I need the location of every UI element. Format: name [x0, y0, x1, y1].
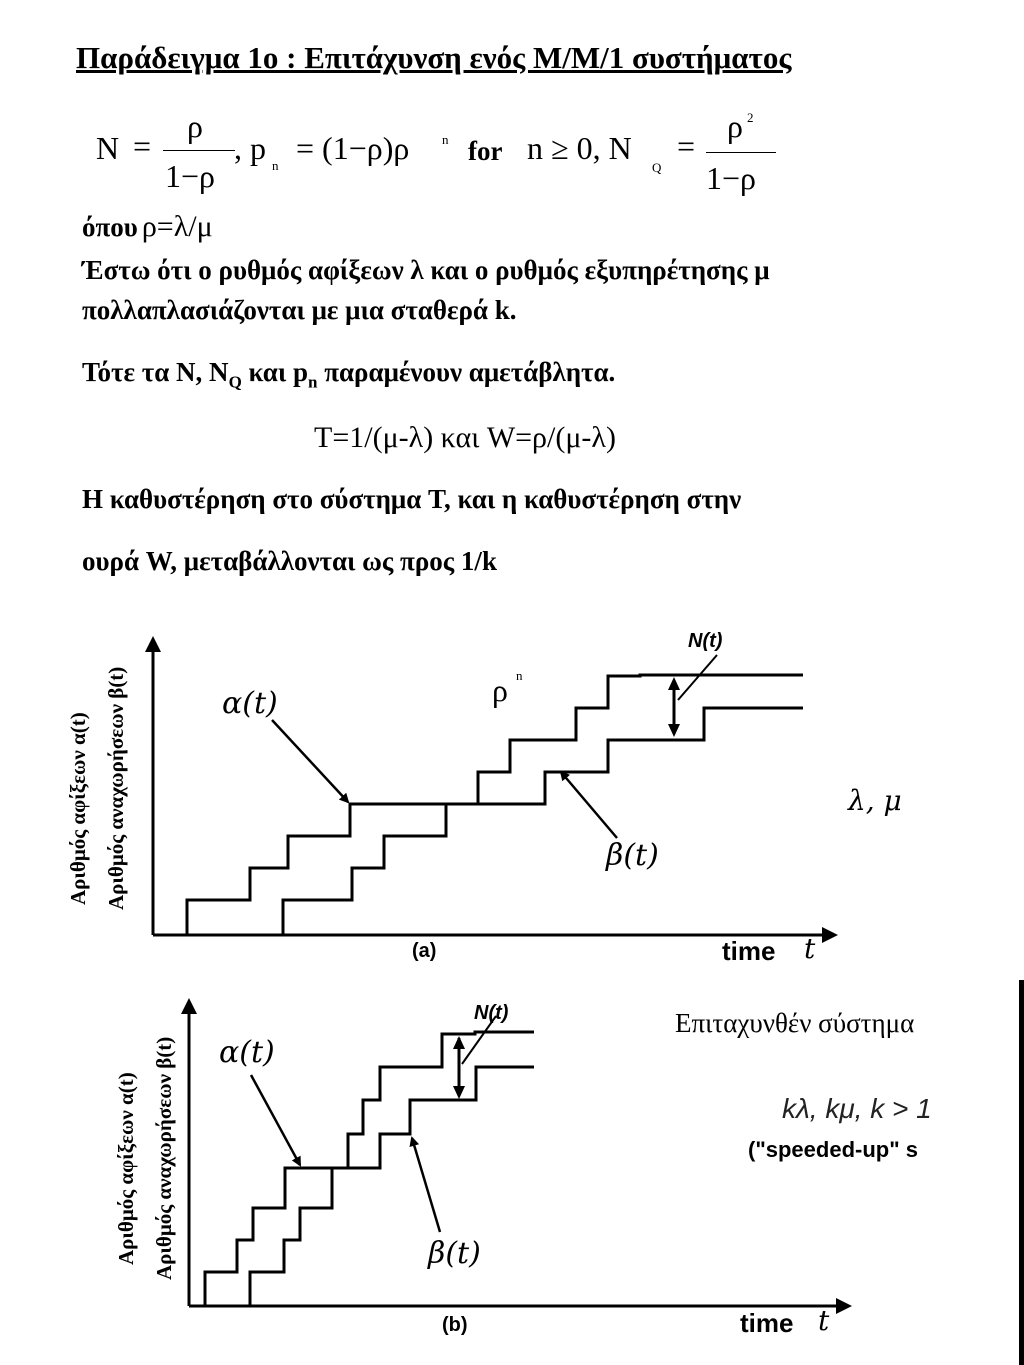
- diagram-b-N-pointer: [461, 1015, 497, 1065]
- paragraph3-line1: Η καθυστέρηση στο σύστημα T, και η καθυσ…: [82, 484, 742, 514]
- diagram-a-N-label: N(t): [688, 630, 723, 652]
- diagram-a-N-pointer: [677, 654, 718, 701]
- diagram-a-rho-label: ρ: [492, 672, 508, 708]
- diagram-a-N-arrow-up: [668, 677, 680, 690]
- diagram-a-beta-curve: [281, 706, 803, 935]
- diagram-b-ylabel-arrivals: Αριθμός αφίξεων α(t): [114, 1072, 138, 1265]
- page-title: Παράδειγμα 1ο : Επιτάχυνση ενός M/M/1 συ…: [76, 40, 792, 75]
- diagram-a-t-label: t: [804, 932, 816, 965]
- diagram-a-x-arrowhead: [822, 927, 838, 943]
- diagram-a-time-label: time: [722, 936, 776, 966]
- diagram-b-alpha-pointer: [249, 1074, 302, 1167]
- diagram-b-ylabel-departures: Αριθμός αναχωρήσεων β(t): [152, 1036, 176, 1280]
- formula-rho-num: ρ: [187, 108, 203, 144]
- formula-n-ge: n ≥ 0, N: [527, 130, 632, 166]
- diagram-b-alpha-curve: [203, 1030, 534, 1306]
- page-edge-bar: [1019, 980, 1024, 1365]
- p2-n: n: [307, 372, 318, 392]
- diagram-b-speeded-note: ("speeded-up" s: [748, 1137, 918, 1162]
- fraction-line-1: [163, 150, 235, 151]
- diagram-a-alpha-curve: [185, 673, 803, 935]
- formula-NQ-sub: Q: [652, 160, 662, 175]
- diagram-a-caption: (a): [412, 940, 437, 962]
- diagram-b-heading: Επιταχυνθέν σύστημα: [675, 1008, 915, 1038]
- formula-rho2-den: 1−ρ: [706, 160, 757, 196]
- where-expr: ρ=λ/μ: [141, 210, 213, 243]
- diagram-a-rates: λ, μ: [848, 784, 902, 817]
- fraction-line-2: [706, 152, 776, 153]
- diagram-b-N-label: N(t): [474, 1002, 509, 1024]
- diagram-b-N-arrow-down: [453, 1086, 465, 1099]
- where-line: όπου ρ=λ/μ: [82, 210, 213, 244]
- paragraph1-line1: Έστω ότι ο ρυθμός αφίξεων λ και ο ρυθμός…: [82, 255, 770, 285]
- p2-post: παραμένουν αμετάβλητα.: [317, 357, 616, 387]
- p2-Q: Q: [228, 372, 242, 392]
- formula-p-sub-n: n: [272, 158, 279, 173]
- diagram-b-x-arrowhead: [836, 1298, 852, 1314]
- diagram-b-t-label: t: [818, 1304, 830, 1337]
- diagram-a-y-arrowhead: [145, 636, 161, 652]
- diagram-b-y-arrowhead: [181, 998, 197, 1014]
- where-label: όπου: [82, 212, 138, 242]
- formula-sup-n: n: [442, 132, 449, 147]
- p2-pre: Τότε τα N, N: [82, 357, 229, 387]
- formula-N: N: [96, 130, 120, 166]
- formula-rho2-num: ρ: [727, 108, 743, 144]
- delay-equations: T=1/(μ-λ) και W=ρ/(μ-λ): [314, 421, 616, 454]
- diagram-b-rates: kλ, kμ, k > 1: [782, 1093, 932, 1124]
- diagram-b-N-arrow-up: [453, 1036, 465, 1049]
- paragraph3-line2: ουρά W, μεταβάλλονται ως προς 1/k: [82, 546, 497, 576]
- paragraph2: Τότε τα N, NQ και pn παραμένουν αμετάβλη…: [82, 357, 615, 392]
- paragraph1-line2: πολλαπλασιάζονται με μια σταθερά k.: [82, 295, 517, 325]
- formula-rho-den: 1−ρ: [165, 158, 216, 194]
- diagram-b-beta-pointer: [409, 1136, 442, 1233]
- diagram-a-beta-label: β(t): [606, 838, 659, 873]
- diagram-b-beta-curve: [248, 1065, 534, 1306]
- diagram-a-N-arrow-down: [668, 724, 680, 737]
- diagram-a-rho-sup: n: [516, 668, 523, 683]
- formula-eq: =: [133, 128, 152, 164]
- formula-comma-p: , p: [234, 130, 266, 166]
- diagram-b-beta-label: β(t): [428, 1236, 481, 1271]
- formula-rho2-sup: 2: [747, 110, 754, 125]
- diagram-a-alpha-label: α(t): [222, 686, 278, 721]
- formula-for: for: [468, 136, 503, 166]
- p2-mid: και p: [241, 357, 308, 387]
- diagram-b-caption: (b): [442, 1314, 468, 1336]
- diagram-a-alpha-pointer: [271, 719, 350, 804]
- diagram-a-beta-pointer: [559, 770, 618, 839]
- formula-eq2: =: [677, 128, 696, 164]
- diagram-b-time-label: time: [740, 1308, 794, 1338]
- diagram-b-alpha-label: α(t): [219, 1035, 275, 1070]
- formula-pn-rhs: = (1−ρ)ρ: [296, 130, 410, 166]
